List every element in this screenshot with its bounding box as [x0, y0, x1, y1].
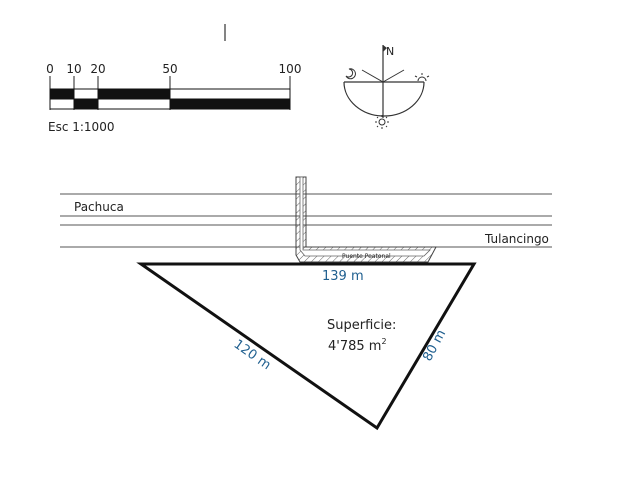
- scale-bar: 0 10 20 50 100 Esc 1:1000: [46, 62, 301, 134]
- bridge-label: Puente Peatonal: [342, 253, 391, 260]
- sunrise-icon: [414, 73, 430, 82]
- area-unit-superscript: 2: [381, 337, 386, 346]
- scale-tick-20: 20: [90, 62, 105, 76]
- scale-tick-50: 50: [162, 62, 177, 76]
- north-arrow-icon: [383, 45, 387, 52]
- road-label-pachuca: Pachuca: [74, 200, 124, 214]
- scale-tick-0: 0: [46, 62, 54, 76]
- scale-tick-100: 100: [279, 62, 302, 76]
- dimension-top: 139 m: [322, 269, 364, 284]
- area-value: 4'785 m2: [328, 337, 387, 354]
- scale-caption: Esc 1:1000: [48, 120, 114, 134]
- lot-triangle: [136, 262, 477, 431]
- area-title: Superficie:: [327, 318, 396, 333]
- area-value-text: 4'785 m: [328, 339, 381, 354]
- road-label-tulancingo: Tulancingo: [484, 232, 549, 246]
- north-label: N: [386, 45, 394, 58]
- moon-icon: [345, 68, 356, 80]
- sun-icon: [375, 115, 389, 129]
- scale-tick-10: 10: [66, 62, 81, 76]
- orientation-diagram: N: [343, 45, 430, 129]
- pedestrian-bridge: Puente Peatonal: [295, 176, 437, 263]
